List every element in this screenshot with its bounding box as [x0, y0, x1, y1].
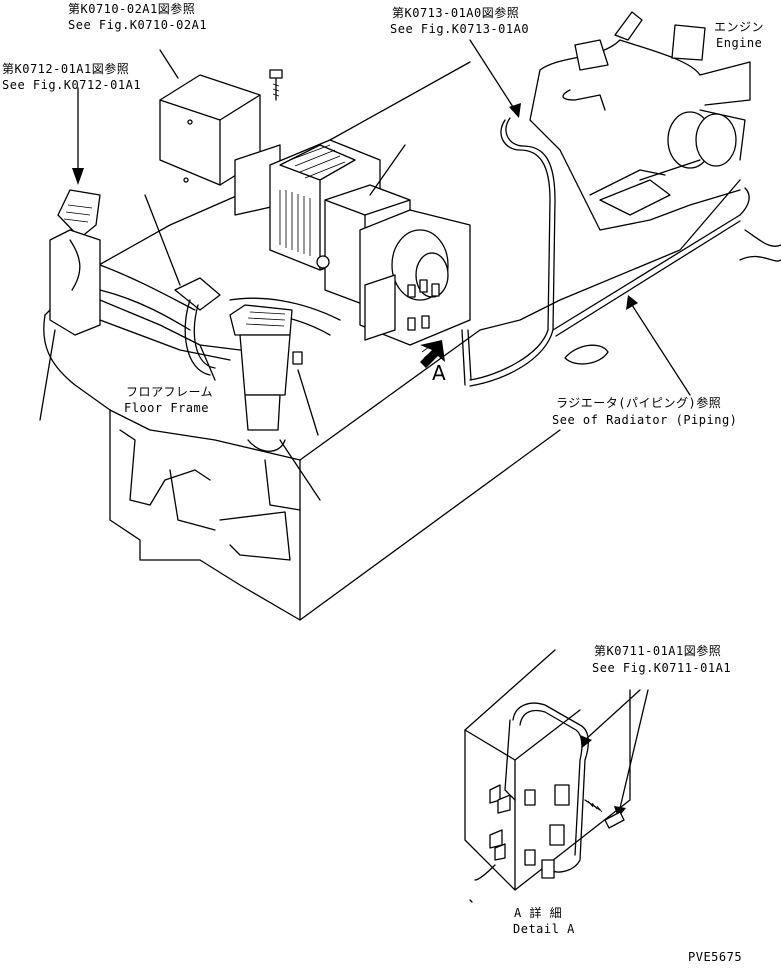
- radiator-jp-label: ラジエータ(パイピング)参照: [556, 396, 722, 410]
- ref-k0710-jp-label: 第K0710-02A1図参照: [68, 2, 196, 16]
- radiator-piping: [461, 117, 750, 387]
- ac-unit: [269, 139, 471, 346]
- engine: [529, 11, 781, 262]
- detail-a-en-label: Detail A: [513, 922, 575, 936]
- floor-frame-en-label: Floor Frame: [124, 401, 209, 415]
- air-ducts: [99, 264, 341, 376]
- ref-k0713-jp-label: 第K0713-01A0図参照: [392, 6, 520, 20]
- ref-k0713-en-label: See Fig.K0713-01A0: [390, 22, 530, 36]
- floor-frame-jp-label: フロアフレーム: [126, 385, 214, 399]
- left-vent: [49, 189, 101, 336]
- engine-jp-label: エンジン: [714, 20, 765, 34]
- engine-en-label: Engine: [716, 36, 763, 50]
- ref-k0711-en-label: See Fig.K0711-01A1: [592, 661, 732, 675]
- detail-a-view: [464, 649, 649, 903]
- ref-k0710-en-label: See Fig.K0710-02A1: [68, 18, 208, 32]
- radiator-en-label: See of Radiator (Piping): [552, 413, 738, 427]
- detail-a-jp-label: A 詳 細: [514, 906, 563, 920]
- connector-cluster: [407, 279, 440, 331]
- ref-k0711-jp-label: 第K0711-01A1図参照: [594, 644, 722, 658]
- drawing-number: PVE5675: [688, 950, 743, 964]
- leader-lines: [39, 39, 691, 501]
- center-vent: [229, 304, 303, 452]
- view-a-label: A: [432, 361, 447, 385]
- ref-k0712-jp-label: 第K0712-01A1図参照: [2, 62, 130, 76]
- view-a-arrow: [420, 340, 445, 368]
- heater-unit: [159, 74, 281, 216]
- ref-k0712-en-label: See Fig.K0712-01A1: [2, 78, 142, 92]
- bolt-top: [269, 69, 283, 101]
